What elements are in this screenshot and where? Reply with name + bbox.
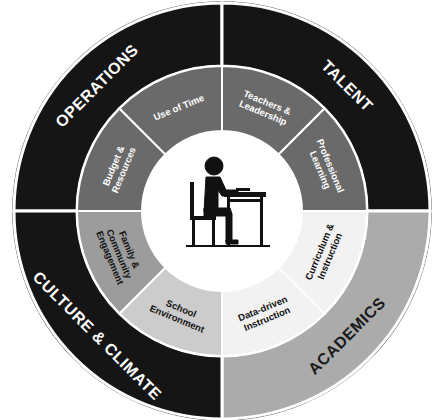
segment-shape	[119, 66, 222, 154]
segment-shape	[222, 211, 430, 419]
ring-segment: Data-driven Instruction	[220, 265, 327, 358]
paper	[236, 188, 250, 191]
segment-shape	[14, 3, 222, 211]
chair-leg	[192, 220, 195, 245]
segment-shape	[222, 268, 325, 356]
ring-segment: Family & Community Engagement	[75, 209, 168, 316]
chair-back	[190, 182, 194, 220]
chair-leg	[212, 220, 215, 245]
floor-line	[186, 245, 270, 247]
segment-shape	[14, 211, 222, 419]
student-figure	[186, 157, 270, 247]
desk-leg	[227, 197, 230, 245]
desk-leg	[260, 197, 263, 245]
segment-shape	[77, 211, 165, 314]
ring-segment: Use of Time	[117, 64, 224, 157]
desk-shelf	[230, 199, 260, 202]
segment-shape	[279, 108, 367, 211]
student-head	[205, 157, 223, 175]
ring-segment: Professional Learning	[276, 106, 369, 213]
wheel-rim	[13, 2, 431, 420]
chair-seat	[192, 216, 216, 220]
desk-top	[224, 192, 266, 197]
segment-shape	[222, 3, 430, 211]
